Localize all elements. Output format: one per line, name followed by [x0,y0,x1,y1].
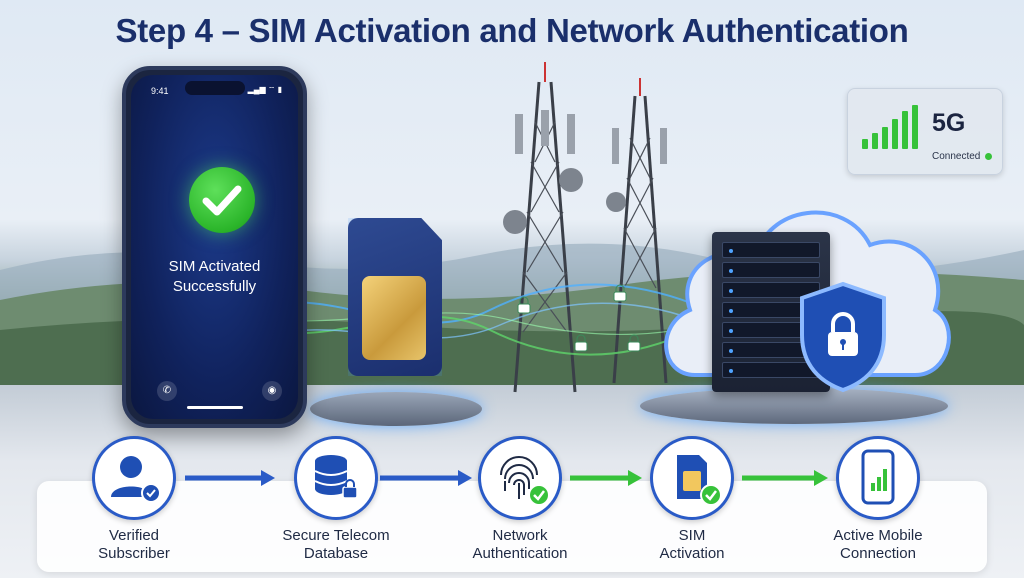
page-title: Step 4 – SIM Activation and Network Auth… [115,12,909,49]
activation-message-line2: Successfully [172,278,257,295]
phone-call-icon[interactable]: ✆ [157,381,177,401]
sim-check-icon [677,455,722,506]
data-stream [250,283,730,356]
step-network-authentication-label: Network Authentication [472,527,568,562]
activation-message: SIM Activated Successfully [131,257,298,297]
step-verified-subscriber-label: Verified Subscriber [98,527,170,562]
step-verified-subscriber-icon [92,436,176,520]
arrow-right-icon [380,470,472,486]
cloud-pedestal [640,388,948,424]
success-check-icon [189,167,255,233]
sim-pedestal [310,392,482,426]
shield-lock-icon [800,281,886,393]
home-indicator[interactable] [186,406,243,409]
fingerprint-check-icon [500,456,550,506]
arrow-right-icon [185,470,275,486]
smartphone: 9:41 ▂▄▆ ⌔ ▮ SIM Activated Successfully … [122,66,307,428]
lock-icon [627,334,641,352]
status-icons: ▂▄▆ ⌔ ▮ [247,85,282,94]
phone-signal-icon [861,449,895,505]
arrow-right-icon [742,470,828,486]
network-type: 5G [932,109,966,137]
signal-bars-icon [862,105,918,149]
step-network-authentication-icon [478,436,562,520]
step-active-connection-icon [836,436,920,520]
connection-status: Connected [932,151,981,162]
arrow-right-icon [570,470,642,486]
user-check-icon [111,456,161,503]
camera-icon[interactable]: ◉ [262,381,282,401]
database-lock-icon [314,455,358,499]
cell-tower-left-icon [503,62,583,393]
status-dot [985,153,992,160]
phone-screen: 9:41 ▂▄▆ ⌔ ▮ SIM Activated Successfully … [131,75,298,419]
step-active-connection-label: Active Mobile Connection [833,527,923,562]
cell-tower-right-icon [606,78,668,384]
network-status-badge: 5G Connected [847,88,1003,175]
step-secure-database-label: Secure Telecom Database [282,527,390,562]
lock-icon [574,334,588,352]
lock-icon [517,296,531,314]
status-time: 9:41 [151,86,169,96]
activation-message-line1: SIM Activated [168,258,261,275]
sim-chip [362,276,426,360]
phone-notch [184,81,245,95]
sim-card-icon [348,218,442,376]
step-sim-activation-label: SIM Activation [659,527,725,562]
step-sim-activation-icon [650,436,734,520]
lock-icon [613,284,627,302]
step-secure-database-icon [294,436,378,520]
